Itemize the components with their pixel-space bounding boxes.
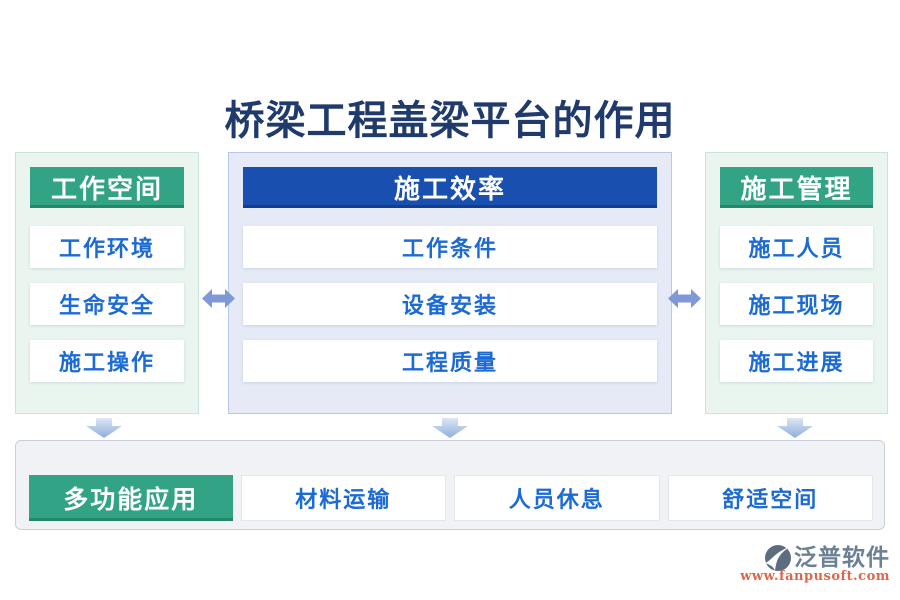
fanpu-logo-icon [765, 545, 791, 571]
list-item: 工程质量 [243, 340, 657, 382]
bottom-row: 多功能应用 材料运输 人员休息 舒适空间 [29, 475, 873, 521]
page-title: 桥梁工程盖梁平台的作用 [224, 97, 676, 144]
column-efficiency-header: 施工效率 [243, 167, 657, 208]
watermark: 泛普软件 www.fanpusoft.com [740, 544, 890, 584]
bottom-row-header: 多功能应用 [29, 475, 233, 521]
list-item: 施工人员 [720, 226, 873, 268]
left-right-arrow-icon [202, 289, 235, 308]
down-arrow-icon [777, 418, 813, 438]
watermark-url: www.fanpusoft.com [740, 569, 890, 584]
watermark-brand: 泛普软件 [794, 544, 890, 571]
down-arrow-icon [432, 418, 468, 438]
column-efficiency: 施工效率 工作条件 设备安装 工程质量 [228, 152, 672, 414]
list-item: 舒适空间 [667, 475, 873, 521]
left-right-arrow-icon [668, 289, 701, 308]
list-item: 工作条件 [243, 226, 657, 268]
column-management: 施工管理 施工人员 施工现场 施工进展 [705, 152, 888, 414]
bottom-panel: 多功能应用 材料运输 人员休息 舒适空间 [15, 440, 885, 530]
list-item: 材料运输 [240, 475, 446, 521]
list-item: 工作环境 [30, 226, 184, 268]
column-management-header: 施工管理 [720, 167, 873, 208]
column-workspace-header: 工作空间 [30, 167, 184, 208]
list-item: 设备安装 [243, 283, 657, 325]
list-item: 人员休息 [454, 475, 660, 521]
list-item: 施工现场 [720, 283, 873, 325]
list-item: 生命安全 [30, 283, 184, 325]
down-arrow-icon [86, 418, 122, 438]
column-workspace: 工作空间 工作环境 生命安全 施工操作 [15, 152, 199, 414]
list-item: 施工操作 [30, 340, 184, 382]
list-item: 施工进展 [720, 340, 873, 382]
